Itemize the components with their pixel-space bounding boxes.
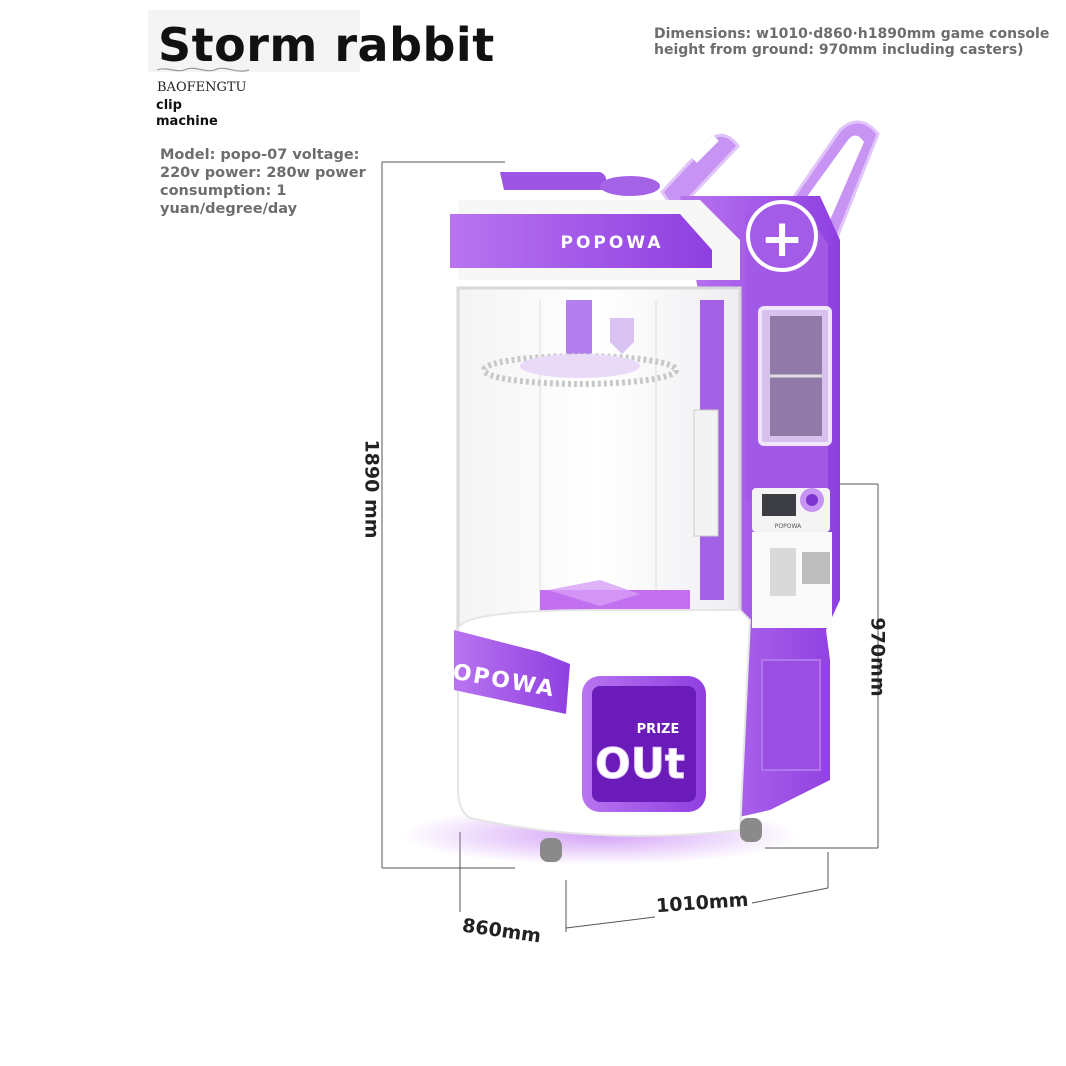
top-logo: POPOWA [561, 233, 664, 253]
brand-name: BAOFENGTU [157, 80, 247, 95]
page-title: Storm rabbit [158, 18, 495, 72]
console-height-measurement: 970mm [866, 617, 889, 697]
brand-logo [156, 67, 250, 72]
height-measurement: 1890 mm [360, 439, 383, 539]
product-subtitle: clip machine [156, 98, 218, 129]
plus-sign: + [760, 209, 804, 269]
title-background [148, 10, 360, 72]
dimension-specs: Dimensions: w1010·d860·h1890mm game cons… [654, 26, 1050, 58]
console-logo: POPOWA [775, 523, 802, 530]
out-label: OUt [595, 739, 685, 788]
model-specs: Model: popo-07 voltage: 220v power: 280w… [160, 147, 366, 217]
prize-label: PRIZE [637, 722, 680, 737]
